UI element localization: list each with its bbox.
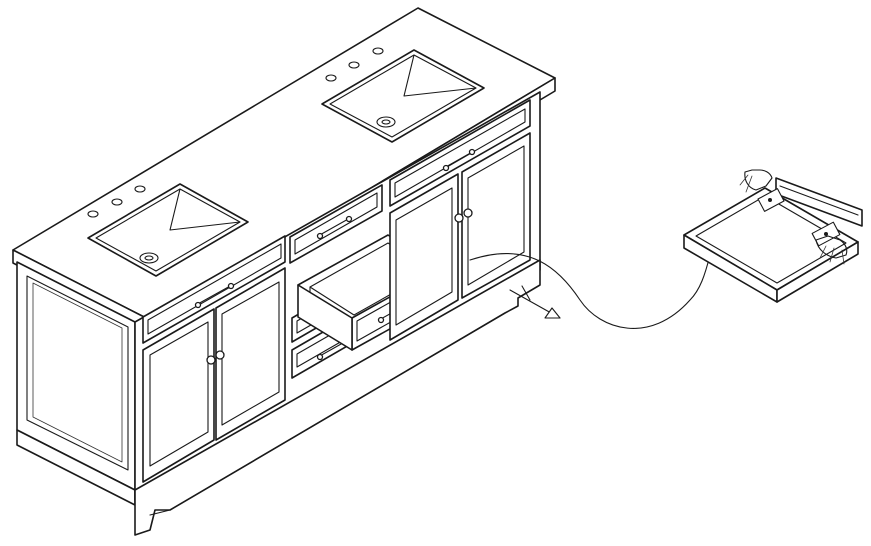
left-sink: [87, 183, 249, 277]
right-top-drawer: [389, 99, 531, 207]
right-doors: [389, 132, 531, 341]
right-hand-icon: [815, 235, 848, 259]
left-top-drawer: [142, 235, 286, 344]
right-sink: [321, 47, 485, 143]
left-doors: [142, 267, 286, 483]
cabinet-side-panel: [16, 261, 136, 506]
middle-top-drawer: [289, 184, 383, 264]
pull-arrow-icon: [509, 285, 561, 319]
detail-callout-line: [469, 253, 711, 329]
left-hand-icon: [744, 169, 773, 191]
drawer-slide-detail: [683, 169, 863, 303]
